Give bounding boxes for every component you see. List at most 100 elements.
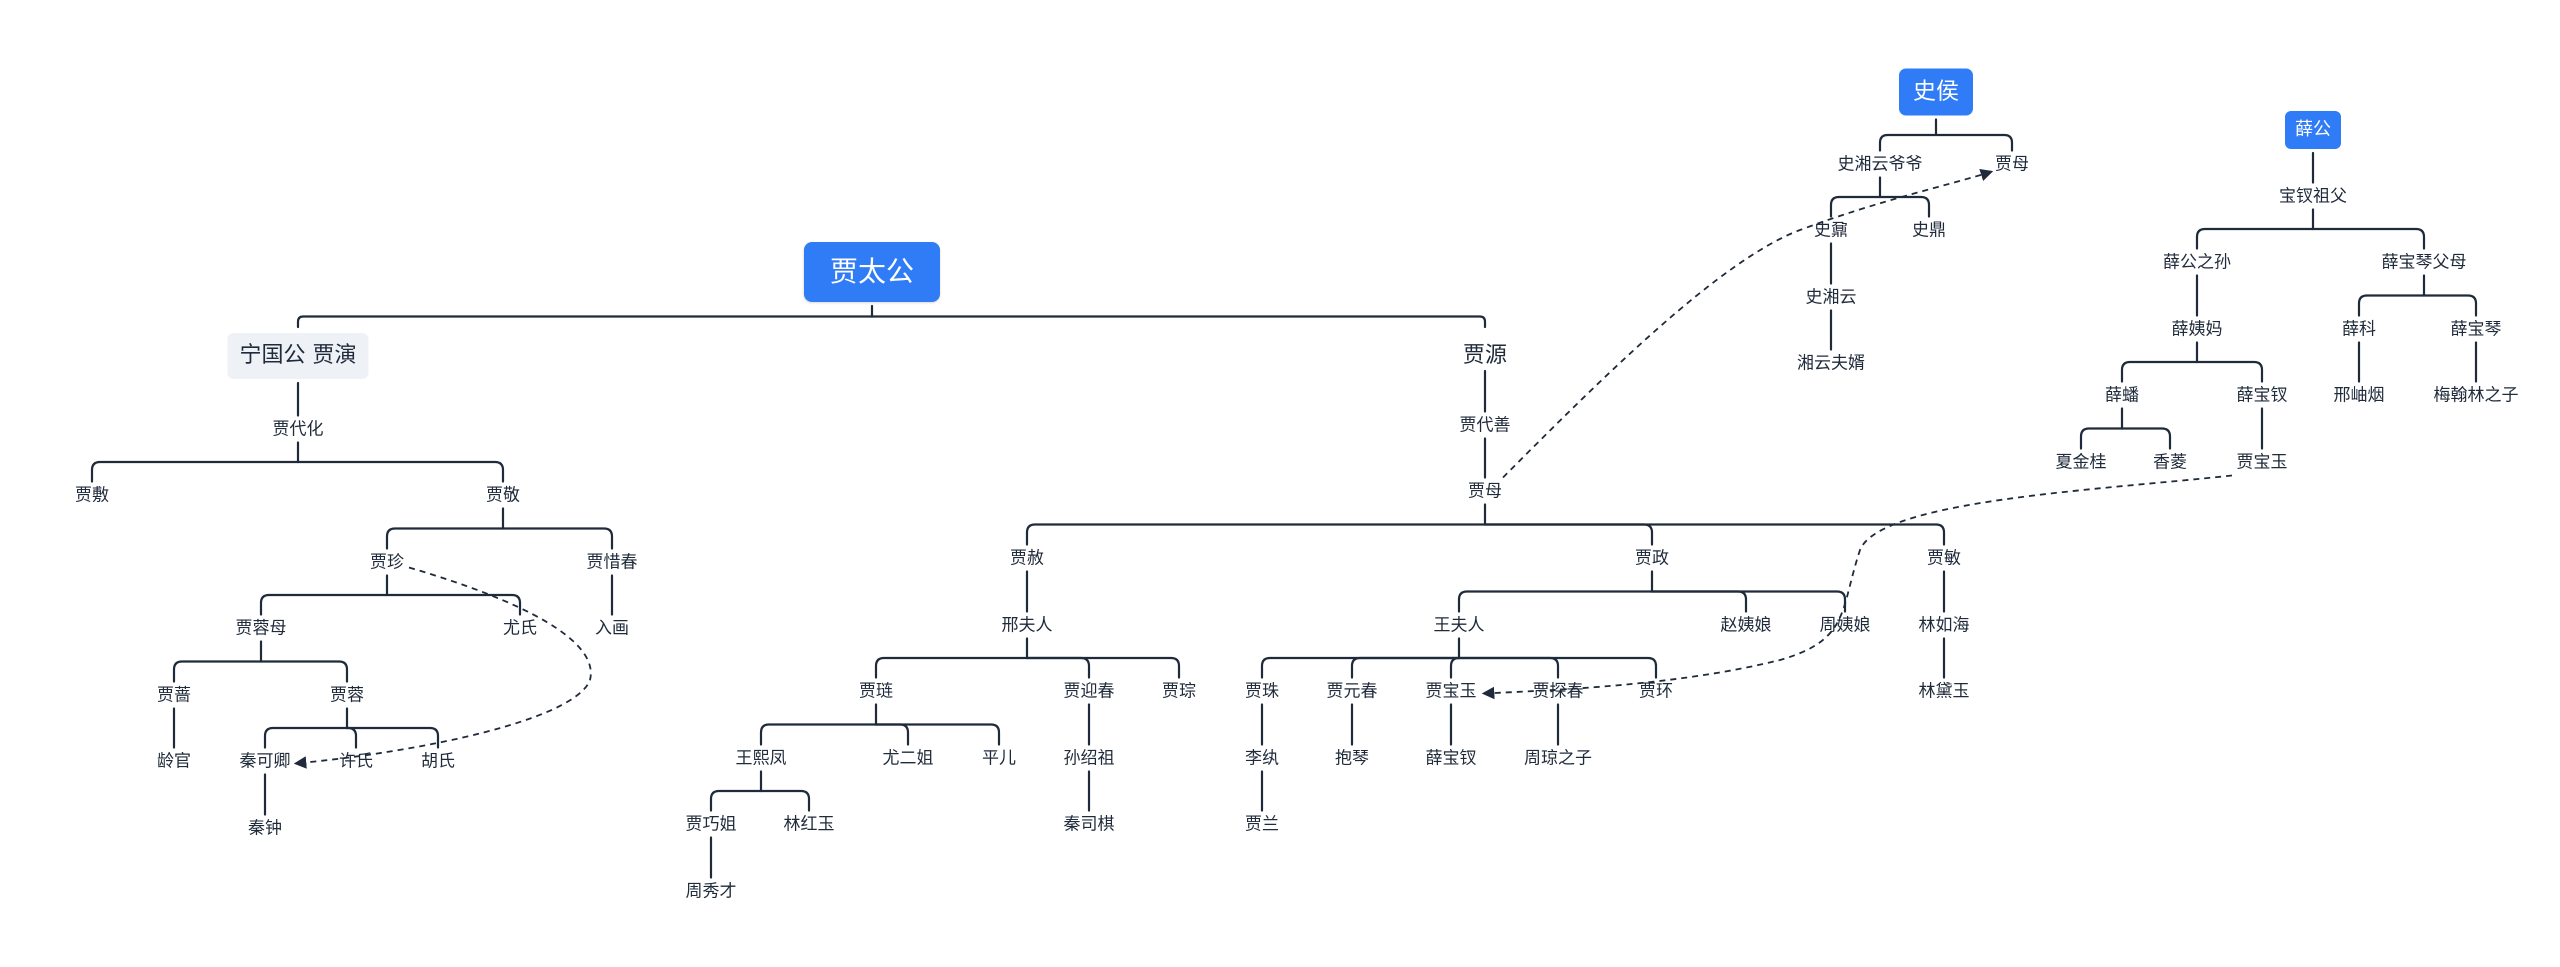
node-youshi[interactable]: 尤氏 [503, 618, 537, 639]
node-hushi[interactable]: 胡氏 [421, 751, 455, 772]
node-qiaojie[interactable]: 贾巧姐 [685, 814, 737, 835]
connector-jiazheng-zhouyiniang [1650, 590, 1847, 613]
connector-jiadaihua-l_jiajing [296, 460, 505, 483]
node-jiayuanchun[interactable]: 贾元春 [1326, 681, 1378, 702]
node-baoqin-parents[interactable]: 薛宝琴父母 [2381, 252, 2467, 273]
node-jiarongmu[interactable]: 贾蓉母 [235, 618, 287, 639]
node-wangfuren[interactable]: 王夫人 [1433, 615, 1485, 636]
node-jiazhu[interactable]: 贾珠 [1245, 681, 1279, 702]
node-shixiangyun[interactable]: 史湘云 [1805, 287, 1857, 308]
node-jiaqiang[interactable]: 贾蔷 [157, 685, 191, 706]
dashed-link-jiabaoyu [1481, 474, 2233, 700]
node-xuebaochai-main[interactable]: 薛宝钗 [1425, 748, 1477, 769]
node-lindaiyu[interactable]: 林黛玉 [1918, 681, 1970, 702]
connector-wangxifeng-linhongyu [759, 789, 811, 812]
node-ningguogong-jiayan[interactable]: 宁国公 贾演 [227, 333, 369, 379]
node-jiabaoyu-xue[interactable]: 贾宝玉 [2236, 452, 2288, 473]
connector-xingfuren-jiayingchun [1025, 656, 1091, 679]
node-linguan[interactable]: 龄官 [157, 751, 191, 772]
root-node-jia-taigong[interactable]: 贾太公 [803, 242, 941, 302]
node-xueyima[interactable]: 薛姨妈 [2171, 319, 2223, 340]
node-xiangling[interactable]: 香菱 [2153, 452, 2187, 473]
node-wangxifeng[interactable]: 王熙凤 [735, 748, 787, 769]
node-meihanlin-son[interactable]: 梅翰林之子 [2433, 385, 2519, 406]
connector-jialian-pinger [874, 723, 1001, 746]
node-xuegongzhisun[interactable]: 薛公之孙 [2163, 252, 2231, 273]
connector-jiamu_main-r_jiamin [1483, 523, 1946, 546]
node-jiashe-ningguo[interactable]: 贾敷 [75, 485, 109, 506]
node-jiajing[interactable]: 贾敬 [486, 485, 520, 506]
node-xuebaochai-xue[interactable]: 薛宝钗 [2236, 385, 2288, 406]
connector-wangfuren-jiatanchun [1457, 656, 1560, 679]
node-jiashe[interactable]: 贾赦 [1010, 548, 1044, 569]
connector-shihou-shixiangyun_grandpa [1878, 133, 1938, 152]
node-xuebaoqin[interactable]: 薛宝琴 [2450, 319, 2502, 340]
node-liwan[interactable]: 李纨 [1245, 748, 1279, 769]
connector-xingfuren-jialian [874, 656, 1029, 679]
node-jiamin[interactable]: 贾敏 [1927, 548, 1961, 569]
node-jiatanchun[interactable]: 贾探春 [1532, 681, 1584, 702]
node-baoqin[interactable]: 抱琴 [1335, 748, 1369, 769]
node-jiacong[interactable]: 贾琮 [1162, 681, 1196, 702]
node-youerjie[interactable]: 尤二姐 [882, 748, 934, 769]
node-shixiangyun-grandpa[interactable]: 史湘云爷爷 [1837, 154, 1923, 175]
connector-wangfuren-jiayuanchun [1350, 656, 1461, 679]
node-baochai-grandpa[interactable]: 宝钗祖父 [2279, 186, 2347, 207]
connector-jiazhen-youshi [385, 593, 522, 616]
connector-xuepan-xiajingui [2079, 427, 2124, 450]
connector-baochai_grandpa-baoqin_parents [2311, 227, 2426, 250]
node-jiabaoyu-main[interactable]: 贾宝玉 [1425, 681, 1477, 702]
node-qinsiqi[interactable]: 秦司棋 [1063, 814, 1115, 835]
node-zhouqiongzhizi[interactable]: 周琼之子 [1524, 748, 1592, 769]
connector-shixiangyun_grandpa-shinai [1829, 195, 1882, 218]
node-shinai[interactable]: 史鼐 [1814, 220, 1848, 241]
node-sunshaozu[interactable]: 孙绍祖 [1063, 748, 1115, 769]
node-jialan[interactable]: 贾兰 [1245, 814, 1279, 835]
node-jiamu-main[interactable]: 贾母 [1468, 481, 1502, 502]
connector-jiarong-xushi [345, 726, 358, 749]
node-jiadaihua[interactable]: 贾代化 [272, 419, 324, 440]
connector-jialian-wangxifeng [759, 723, 878, 746]
node-zhaoyiniang[interactable]: 赵姨娘 [1720, 615, 1772, 636]
dashed-link-qinkeqing [293, 566, 592, 769]
node-zhouyiniang[interactable]: 周姨娘 [1819, 615, 1871, 636]
node-jiazhen[interactable]: 贾珍 [370, 552, 404, 573]
node-xushi[interactable]: 许氏 [339, 751, 373, 772]
node-xiangyun-husband[interactable]: 湘云夫婿 [1797, 353, 1865, 374]
node-jiayuan[interactable]: 贾源 [1462, 343, 1508, 368]
node-xueke[interactable]: 薛科 [2342, 319, 2376, 340]
node-qinkeqing[interactable]: 秦可卿 [239, 751, 291, 772]
node-jiazheng[interactable]: 贾政 [1635, 548, 1669, 569]
node-jiayingchun[interactable]: 贾迎春 [1063, 681, 1115, 702]
node-linhongyu[interactable]: 林红玉 [783, 814, 835, 835]
node-xuepan[interactable]: 薛蟠 [2105, 385, 2139, 406]
node-jiaxichun[interactable]: 贾惜春 [586, 552, 638, 573]
node-shiding[interactable]: 史鼎 [1912, 220, 1946, 241]
node-xingxiuyan[interactable]: 邢岫烟 [2333, 385, 2385, 406]
node-pinger[interactable]: 平儿 [982, 748, 1016, 769]
node-xuegong[interactable]: 薛公 [2285, 111, 2341, 149]
node-jialian[interactable]: 贾琏 [859, 681, 893, 702]
node-jiahuan[interactable]: 贾环 [1639, 681, 1673, 702]
node-linruhai[interactable]: 林如海 [1918, 615, 1970, 636]
node-qinzhong[interactable]: 秦钟 [248, 818, 282, 839]
connector-wangfuren-jiazhu [1260, 656, 1461, 679]
connector-baoqin_parents-xueke [2357, 294, 2426, 317]
connector-jiarong-qinkeqing [263, 726, 349, 749]
node-jiadaishan[interactable]: 贾代善 [1459, 415, 1511, 436]
node-jiarong[interactable]: 贾蓉 [330, 685, 364, 706]
node-zhouxiucai[interactable]: 周秀才 [685, 881, 737, 902]
connector-wangxifeng-qiaojie [709, 789, 763, 812]
connector-jiarong-hushi [345, 726, 440, 749]
connector-xuepan-xiangling [2120, 427, 2172, 450]
connector-jiazheng-zhaoyiniang [1650, 590, 1748, 613]
node-ruhua[interactable]: 入画 [595, 618, 629, 639]
connector-jiazheng-wangfuren [1457, 590, 1654, 613]
node-xingfuren[interactable]: 邢夫人 [1001, 615, 1053, 636]
connector-shihou-jiamu_shi [1934, 133, 2014, 152]
node-jiamu-shi[interactable]: 贾母 [1995, 154, 2029, 175]
node-xiajingui[interactable]: 夏金桂 [2055, 452, 2107, 473]
node-shihou[interactable]: 史侯 [1899, 68, 1973, 116]
